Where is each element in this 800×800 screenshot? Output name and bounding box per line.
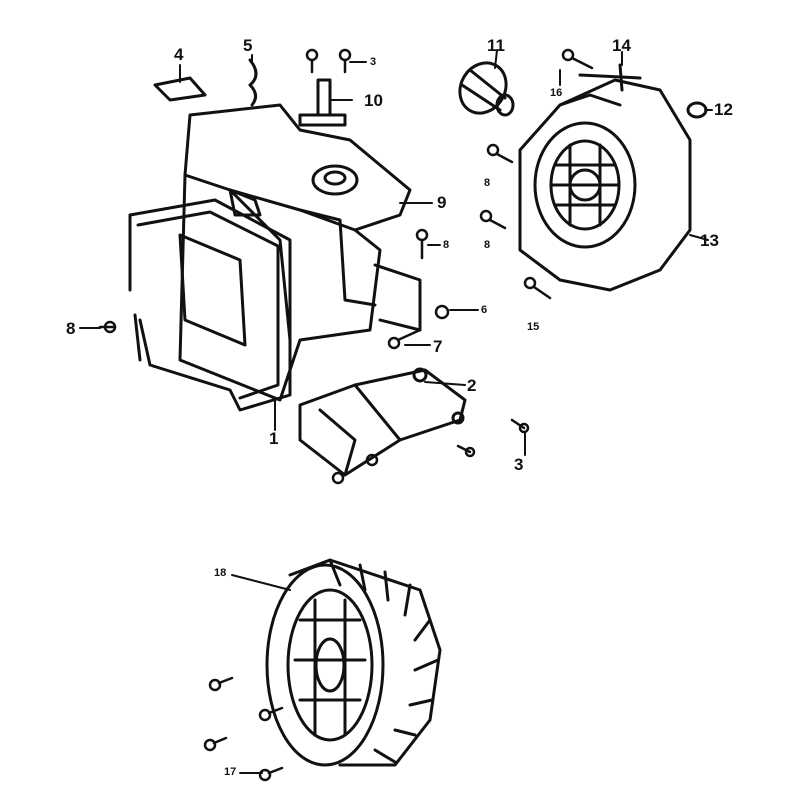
cylinder-shroud bbox=[178, 103, 422, 402]
shroud-gasket bbox=[128, 198, 292, 412]
callout-10: 10 bbox=[364, 91, 383, 110]
callout-16: 16 bbox=[550, 87, 563, 99]
bracket bbox=[298, 78, 347, 127]
recoil-handle bbox=[578, 63, 642, 92]
callout-2: 2 bbox=[467, 376, 477, 395]
callout-12: 12 bbox=[714, 100, 733, 119]
air-filter-element bbox=[458, 61, 515, 117]
callout-5: 5 bbox=[243, 36, 253, 55]
callout-9: 9 bbox=[437, 193, 447, 212]
callout-6: 6 bbox=[481, 304, 488, 316]
callout-14: 14 bbox=[612, 36, 631, 55]
lower-deflector bbox=[298, 367, 467, 477]
callout-13: 13 bbox=[700, 231, 719, 250]
cooling-fan bbox=[265, 558, 442, 767]
cap-ring bbox=[686, 101, 708, 119]
callout-8: 8 bbox=[443, 239, 450, 251]
fan-cover bbox=[518, 78, 692, 292]
callout-3: 3 bbox=[370, 56, 377, 68]
callout-17: 17 bbox=[224, 766, 237, 778]
callout-3: 3 bbox=[514, 455, 524, 474]
callout-8: 8 bbox=[484, 239, 491, 251]
callout-7: 7 bbox=[433, 337, 443, 356]
spring-clip bbox=[248, 58, 258, 107]
callout-18: 18 bbox=[214, 567, 227, 579]
callout-15: 15 bbox=[527, 321, 540, 333]
leader-lines bbox=[79, 49, 713, 774]
callout-8: 8 bbox=[66, 319, 76, 338]
callout-11: 11 bbox=[487, 36, 505, 55]
callout-4: 4 bbox=[174, 45, 184, 64]
plate bbox=[153, 76, 207, 102]
callout-8: 8 bbox=[484, 177, 491, 189]
screws bbox=[98, 48, 594, 782]
callout-1: 1 bbox=[269, 429, 279, 448]
